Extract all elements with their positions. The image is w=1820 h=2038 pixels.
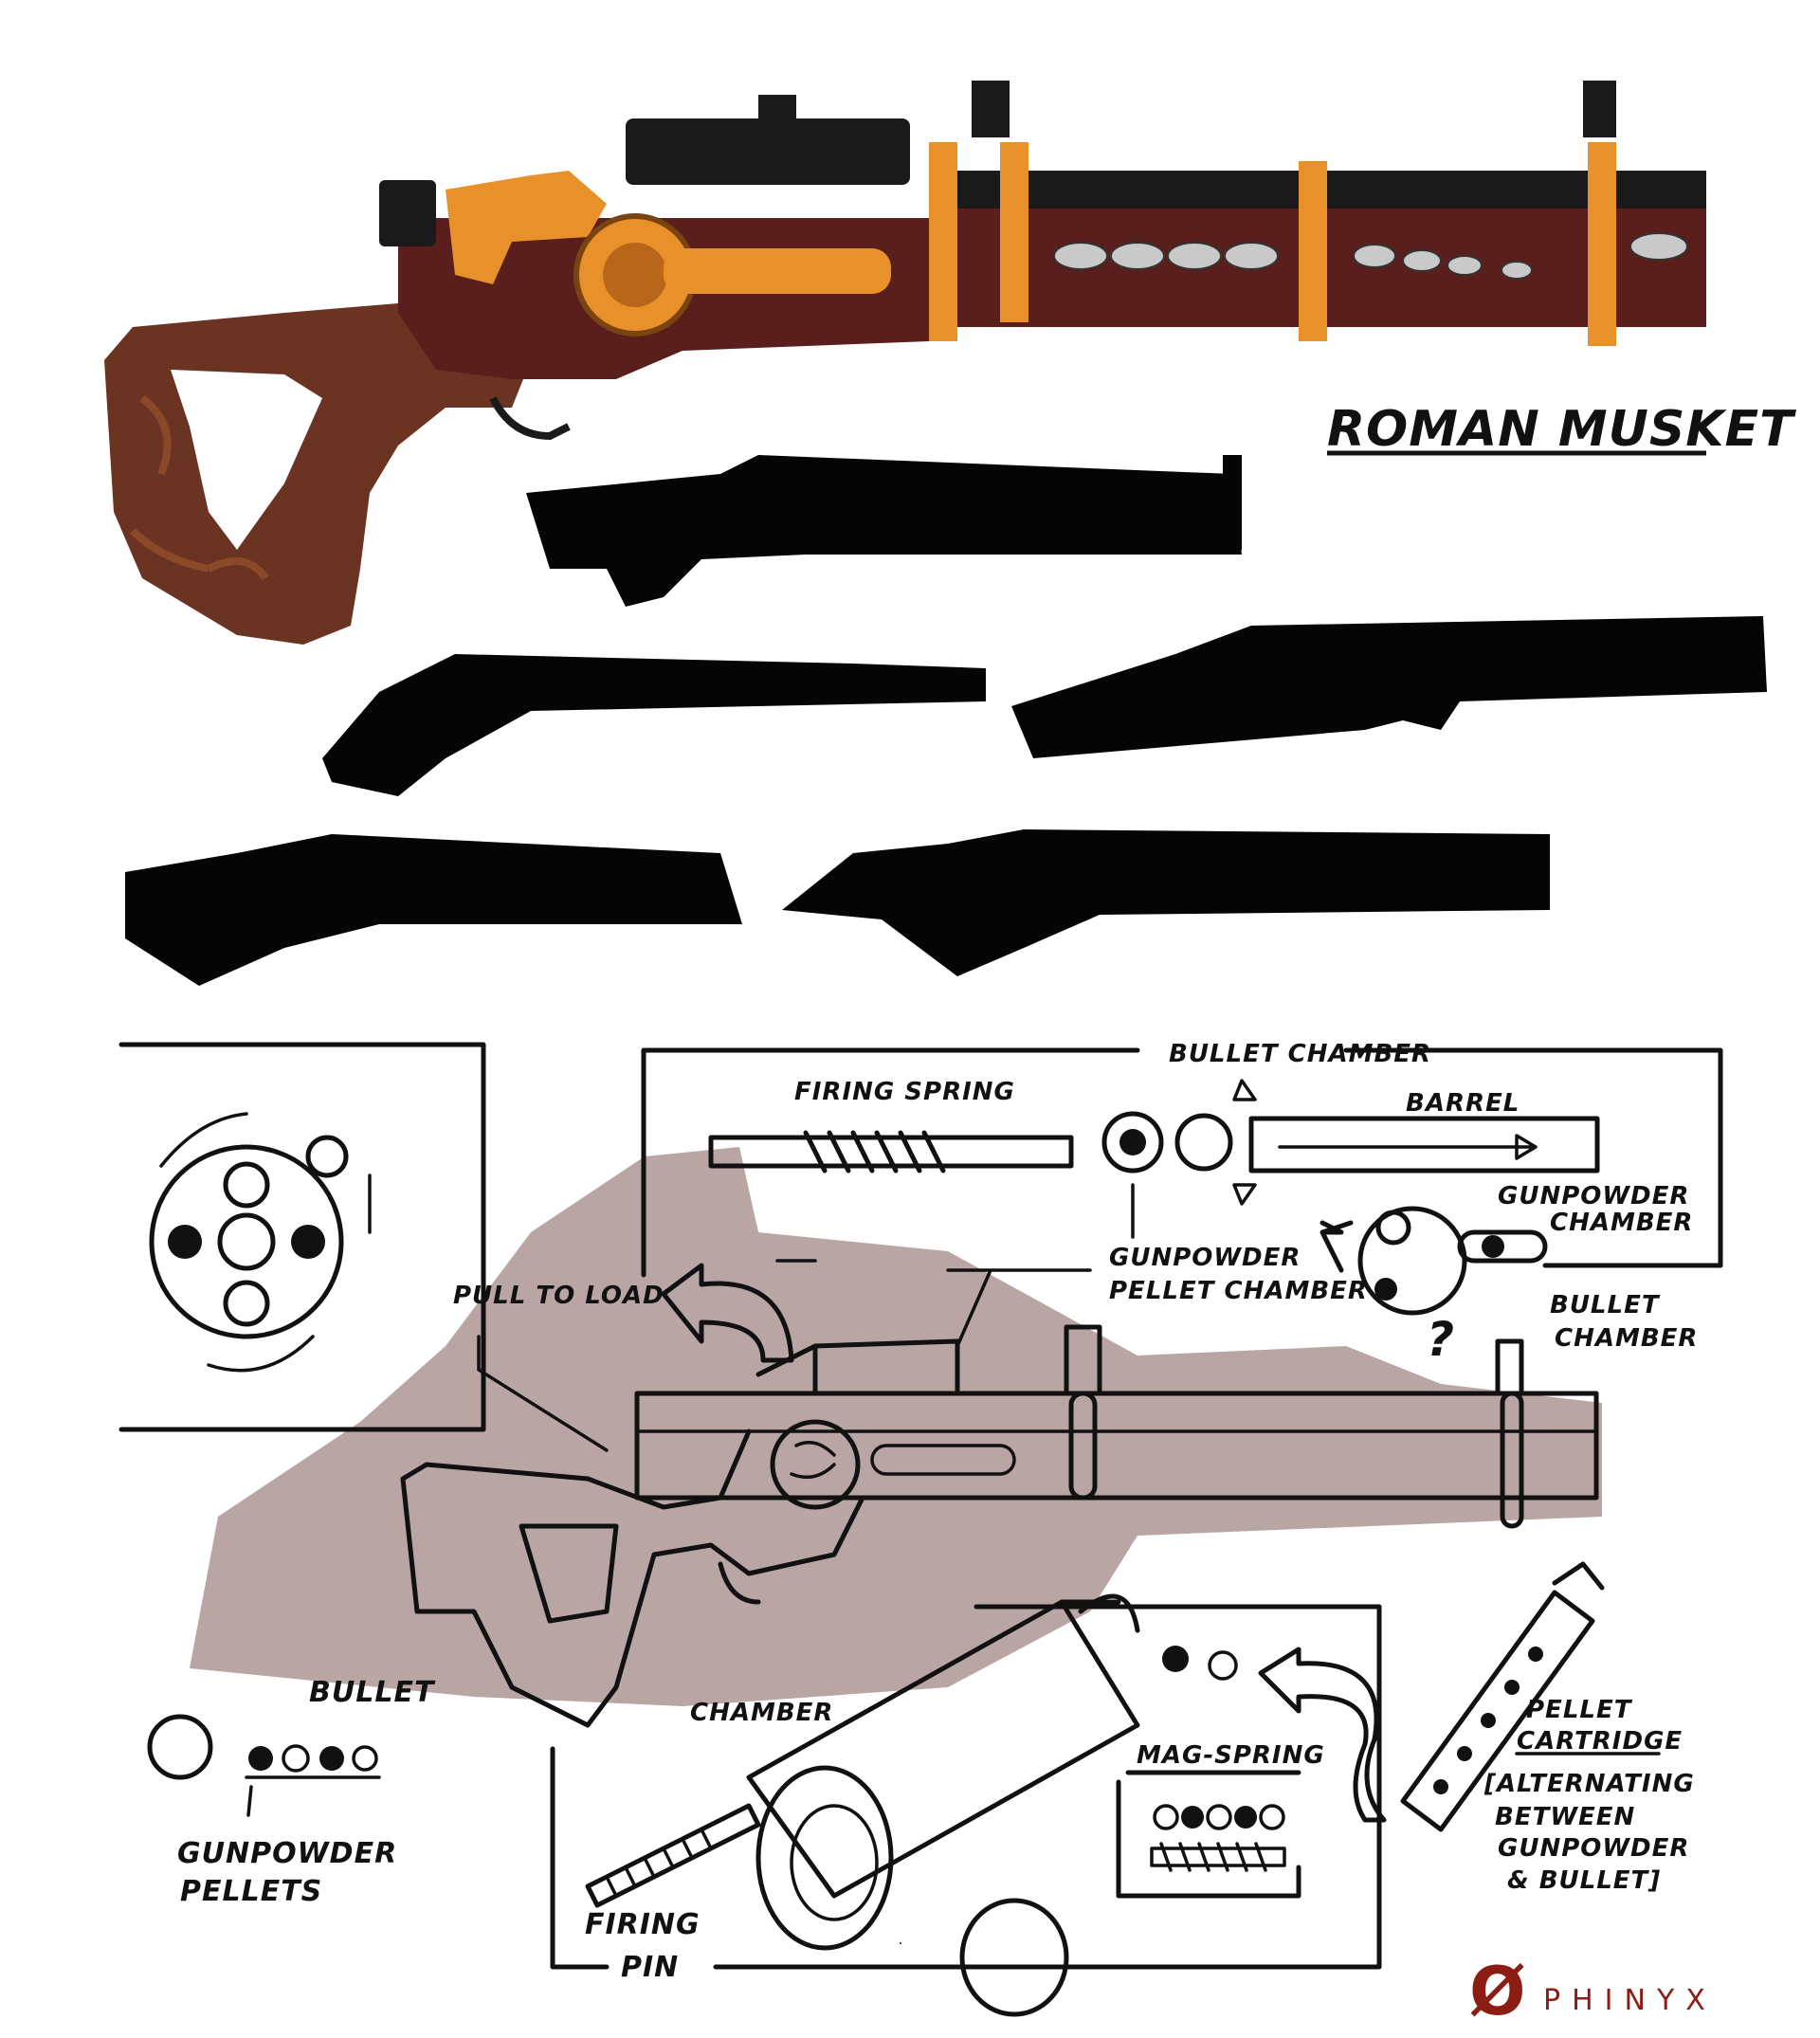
rotor-detail-box bbox=[118, 1042, 486, 1432]
label-firing-pin-2: PIN bbox=[621, 1951, 679, 1984]
brass-plate bbox=[446, 171, 607, 284]
label-alternating-1: [ALTERNATING bbox=[1483, 1770, 1695, 1798]
silhouette-5 bbox=[782, 829, 1550, 976]
label-bullet-chamber-top: BULLET CHAMBER bbox=[1169, 1040, 1431, 1068]
phinyx-signature: Ø PHINYX bbox=[1469, 1953, 1717, 2030]
mechanism-diagram bbox=[641, 1047, 1723, 1316]
title-roman-musket: ROMAN MUSKET bbox=[1327, 401, 1796, 458]
label-alternating-2: BETWEEN bbox=[1495, 1803, 1635, 1831]
chamber-exploded-view bbox=[550, 1561, 1661, 2017]
label-question-mark: ? bbox=[1427, 1312, 1455, 1367]
label-chamber: CHAMBER bbox=[690, 1699, 833, 1727]
musket-stock bbox=[104, 303, 531, 645]
label-gunpowder-chamber-1: GUNPOWDER bbox=[1498, 1182, 1689, 1210]
painted-musket bbox=[104, 81, 1706, 645]
label-pull-to-load: PULL TO LOAD bbox=[453, 1282, 664, 1310]
label-gunpowder-pellets-2: PELLETS bbox=[180, 1875, 322, 1908]
label-gunpowder-pellet-chamber-1: GUNPOWDER bbox=[1109, 1244, 1301, 1272]
silhouette-3 bbox=[1011, 616, 1767, 758]
label-mag-spring: MAG-SPRING bbox=[1137, 1741, 1325, 1770]
label-barrel: BARREL bbox=[1406, 1089, 1520, 1118]
label-pellet-cartridge-1: PELLET bbox=[1526, 1696, 1633, 1724]
label-alternating-3: GUNPOWDER bbox=[1498, 1834, 1689, 1863]
label-gunpowder-pellets-1: GUNPOWDER bbox=[177, 1837, 397, 1870]
label-gunpowder-chamber-2: CHAMBER bbox=[1550, 1209, 1693, 1237]
label-firing-spring: FIRING SPRING bbox=[794, 1078, 1015, 1106]
pellet-row bbox=[147, 1714, 381, 1817]
silhouette-1 bbox=[526, 455, 1242, 607]
label-bullet-chamber-1: BULLET bbox=[1550, 1291, 1661, 1319]
label-gunpowder-pellet-chamber-2: PELLET CHAMBER bbox=[1109, 1277, 1368, 1305]
label-bullet-chamber-2: CHAMBER bbox=[1555, 1324, 1698, 1353]
silhouette-2 bbox=[322, 654, 986, 796]
label-firing-pin-1: FIRING bbox=[585, 1908, 701, 1941]
annotations: FIRING SPRING BULLET CHAMBER BARREL GUNP… bbox=[177, 1040, 1698, 1984]
silhouette-4 bbox=[125, 834, 742, 986]
signature-text: PHINYX bbox=[1543, 1984, 1717, 2017]
gun-shadow bbox=[190, 1147, 1602, 1706]
sketch-musket bbox=[400, 1259, 1599, 1728]
label-alternating-4: & BULLET] bbox=[1507, 1866, 1661, 1895]
label-bullet: BULLET bbox=[309, 1676, 436, 1709]
signature-symbol: Ø bbox=[1469, 1953, 1526, 2030]
label-pellet-cartridge-2: CARTRIDGE bbox=[1517, 1727, 1683, 1756]
